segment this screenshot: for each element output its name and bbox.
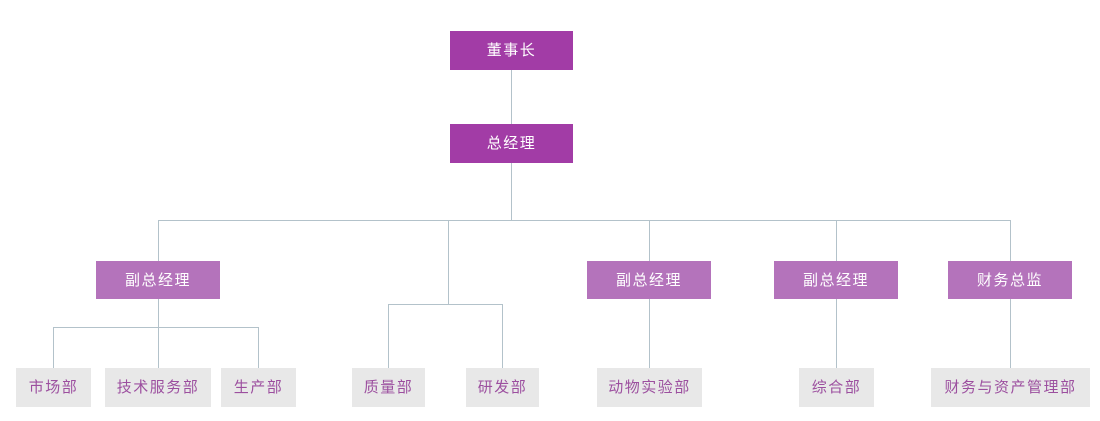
connector-bus-deputy2: [649, 220, 650, 261]
node-quality-dept: 质量部: [352, 368, 425, 407]
connector-to-rnd: [502, 304, 503, 368]
connector-bus-deputy3: [836, 220, 837, 261]
node-animal-lab-dept: 动物实验部: [597, 368, 702, 407]
node-tech-service-dept: 技术服务部: [105, 368, 211, 407]
node-production-dept: 生产部: [221, 368, 296, 407]
node-general-affairs-dept: 综合部: [799, 368, 874, 407]
node-general-manager: 总经理: [450, 124, 573, 163]
node-chairman: 董事长: [450, 31, 573, 70]
node-finance-director: 财务总监: [948, 261, 1072, 299]
connector-gm-bus: [511, 163, 512, 220]
node-rnd-dept: 研发部: [466, 368, 539, 407]
connector-to-quality: [388, 304, 389, 368]
connector-to-tech-service: [158, 327, 159, 368]
node-deputy-gm-1: 副总经理: [96, 261, 220, 299]
connector-bus-junction: [448, 220, 449, 304]
connector-subbus-junction: [388, 304, 503, 305]
connector-bus-finance-director: [1010, 220, 1011, 261]
node-deputy-gm-3: 副总经理: [774, 261, 898, 299]
connector-deputy1-subbus: [158, 299, 159, 327]
node-finance-asset-dept: 财务与资产管理部: [931, 368, 1090, 407]
connector-subbus-deputy1: [53, 327, 259, 328]
connector-chairman-gm: [511, 70, 512, 124]
connector-to-production: [258, 327, 259, 368]
node-deputy-gm-2: 副总经理: [587, 261, 711, 299]
node-marketing-dept: 市场部: [16, 368, 91, 407]
connector-to-marketing: [53, 327, 54, 368]
connector-main-bus: [158, 220, 1011, 221]
connector-to-general-affairs: [836, 299, 837, 368]
connector-bus-deputy1: [158, 220, 159, 261]
connector-to-finance-asset: [1010, 299, 1011, 368]
connector-to-animal-lab: [649, 299, 650, 368]
